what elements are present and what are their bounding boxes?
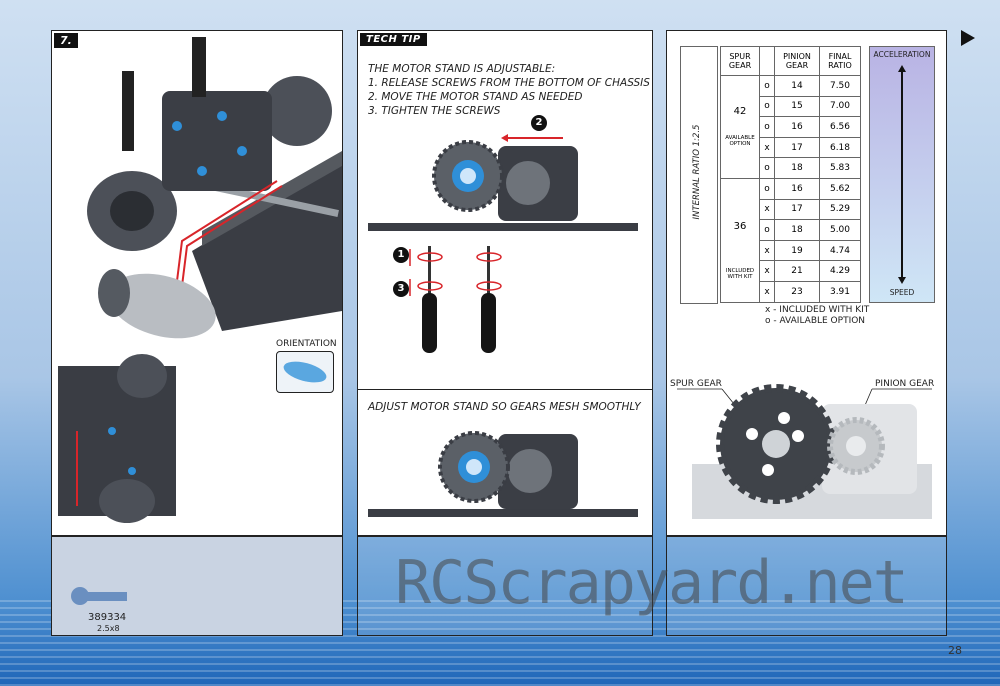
adjust-caption: ADJUST MOTOR STAND SO GEARS MESH SMOOTHL… <box>368 401 641 413</box>
mesh-illustration <box>368 431 638 517</box>
arrow-down-icon <box>898 277 906 284</box>
final-header: FINAL RATIO <box>819 46 861 76</box>
table-cell: o <box>759 95 775 118</box>
part-size: 2.5x8 <box>97 624 120 633</box>
gear-mesh-illustration <box>677 384 932 519</box>
page-number: 28 <box>948 644 962 657</box>
table-cell: o <box>759 157 775 179</box>
table-cell: 14 <box>774 75 820 97</box>
spur-gear-label: SPUR GEAR <box>670 379 722 389</box>
table-cell: 17 <box>774 136 820 159</box>
scale-arrow <box>901 69 903 281</box>
orientation-label: ORIENTATION <box>276 339 337 349</box>
scale-bottom-label: SPEED <box>889 288 915 297</box>
motor-stand-illustration <box>368 134 638 353</box>
table-cell: 5.29 <box>819 198 861 221</box>
spur-value: 42 AVAILABLE OPTION <box>720 75 760 179</box>
internal-ratio-label: INTERNAL RATIO 1:2.5 <box>692 124 702 220</box>
table-cell: 6.18 <box>819 136 861 159</box>
table-cell: 7.00 <box>819 95 861 118</box>
watermark: RCScrapyard.net <box>395 548 909 618</box>
legend-item: x - INCLUDED WITH KIT <box>765 305 870 315</box>
callout-2: 2 <box>531 115 547 131</box>
table-cell: 17 <box>774 198 820 221</box>
table-cell: o <box>759 75 775 97</box>
table-cell: 16 <box>774 116 820 138</box>
callout-1: 1 <box>393 247 409 263</box>
tip-line: THE MOTOR STAND IS ADJUSTABLE: <box>368 63 556 75</box>
spur-note: INCLUDED WITH KIT <box>725 267 755 280</box>
arrow-up-icon <box>898 65 906 72</box>
table-cell: 18 <box>774 219 820 241</box>
table-cell: x <box>759 198 775 221</box>
table-cell: o <box>759 219 775 241</box>
legend-item: o - AVAILABLE OPTION <box>765 316 866 326</box>
parts-footer: 389334 2.5x8 <box>51 536 343 636</box>
callout-3: 3 <box>393 281 409 297</box>
spur-header: SPUR GEAR <box>720 46 760 76</box>
car-icon <box>283 361 327 383</box>
table-cell: o <box>759 177 775 200</box>
orientation-box <box>276 351 334 393</box>
spur-42: 42 <box>733 106 747 118</box>
table-cell: 5.62 <box>819 177 861 200</box>
table-cell: 6.56 <box>819 116 861 138</box>
step-number: 7. <box>54 33 78 48</box>
spur-note: AVAILABLE OPTION <box>725 135 755 148</box>
table-cell: 19 <box>774 239 820 262</box>
table-cell: 16 <box>774 177 820 200</box>
gear-ratio-table: SPUR GEAR PINION GEAR FINAL RATIO 42 AVA… <box>720 46 861 303</box>
table-cell: 5.83 <box>819 157 861 179</box>
table-cell: x <box>759 136 775 159</box>
table-cell: 4.74 <box>819 239 861 262</box>
tip-line: 1. RELEASE SCREWS FROM THE BOTTOM OF CHA… <box>368 77 650 89</box>
step-panel: 7. ORIENTATION <box>51 30 343 536</box>
chassis-illustration <box>58 37 342 523</box>
tech-tip-footer <box>357 536 653 636</box>
pinion-gear-label: PINION GEAR <box>875 379 935 389</box>
table-cell: x <box>759 260 775 282</box>
table-cell: 7.50 <box>819 75 861 97</box>
tech-tip-badge: TECH TIP <box>360 33 427 46</box>
tech-tip-panel: TECH TIP THE MOTOR STAND IS ADJUSTABLE: … <box>357 30 653 536</box>
part-number: 389334 <box>88 612 127 623</box>
table-cell: 4.29 <box>819 260 861 282</box>
table-cell: o <box>759 116 775 138</box>
pinion-header: PINION GEAR <box>774 46 820 76</box>
tip-line: 3. TIGHTEN THE SCREWS <box>368 105 501 117</box>
gear-footer <box>666 536 947 636</box>
spur-36: 36 <box>733 220 747 232</box>
table-cell: x <box>759 280 775 303</box>
scale-top-label: ACCELERATION <box>873 50 931 59</box>
table-cell: 3.91 <box>819 280 861 303</box>
table-cell: 5.00 <box>819 219 861 241</box>
table-cell: 23 <box>774 280 820 303</box>
internal-ratio-box <box>680 46 718 304</box>
acceleration-speed-scale: ACCELERATION SPEED <box>869 46 935 303</box>
divider <box>358 389 652 390</box>
table-cell: 21 <box>774 260 820 282</box>
table-cell: 18 <box>774 157 820 179</box>
screw-icon <box>71 587 127 605</box>
next-page-arrow-icon[interactable] <box>961 30 975 46</box>
table-cell: x <box>759 239 775 262</box>
tip-line: 2. MOVE THE MOTOR STAND AS NEEDED <box>368 91 583 103</box>
spur-value: 36 INCLUDED WITH KIT <box>720 177 760 303</box>
table-cell: 15 <box>774 95 820 118</box>
